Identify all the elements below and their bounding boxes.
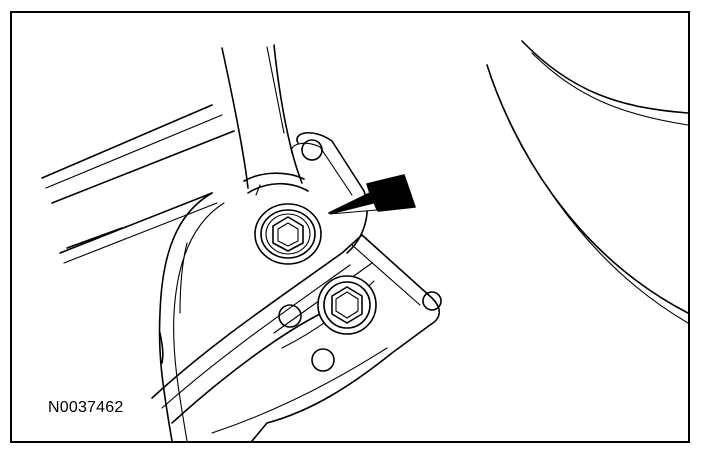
target-bolt (254, 203, 322, 265)
lower-bolt (317, 275, 377, 335)
clamp-bracket (290, 132, 368, 254)
hose (221, 44, 309, 196)
rotor-outline (486, 40, 688, 324)
pump-housing (158, 192, 225, 441)
figure-frame: N0037462 (10, 11, 690, 443)
pointer-arrow (328, 174, 416, 215)
figure-id-label: N0037462 (46, 399, 126, 417)
bracket-hole (301, 139, 323, 161)
mounting-flange (151, 234, 442, 441)
flange-hole-right (422, 291, 442, 311)
flange-hole-left (278, 304, 302, 328)
flange-hole-lower (311, 348, 335, 372)
body-rails (41, 104, 235, 264)
line-drawing (41, 40, 688, 441)
